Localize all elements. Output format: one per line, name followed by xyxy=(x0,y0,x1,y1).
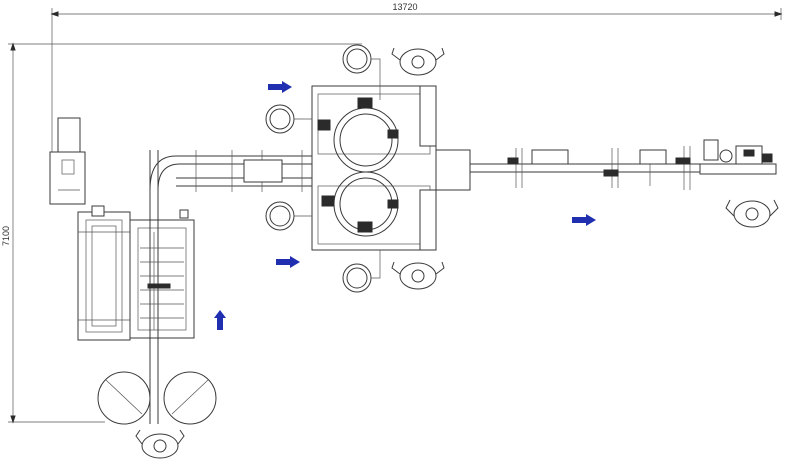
operator-icon xyxy=(135,47,779,459)
height-dimension: 7100 xyxy=(1,42,362,424)
main-conveyor xyxy=(149,149,775,192)
flow-arrow-icon xyxy=(214,81,596,330)
infeed-turntables xyxy=(97,371,217,425)
height-dimension-label: 7100 xyxy=(1,226,11,246)
rotary-machine xyxy=(311,85,437,251)
downstream-stations xyxy=(507,139,777,190)
left-machine-frame xyxy=(77,205,131,341)
control-cabinet xyxy=(49,117,86,205)
tube-loops xyxy=(265,44,381,293)
vertical-conveyor-unit xyxy=(129,150,195,400)
width-dimension-label: 13720 xyxy=(392,2,417,12)
width-dimension: 13720 xyxy=(50,2,783,160)
